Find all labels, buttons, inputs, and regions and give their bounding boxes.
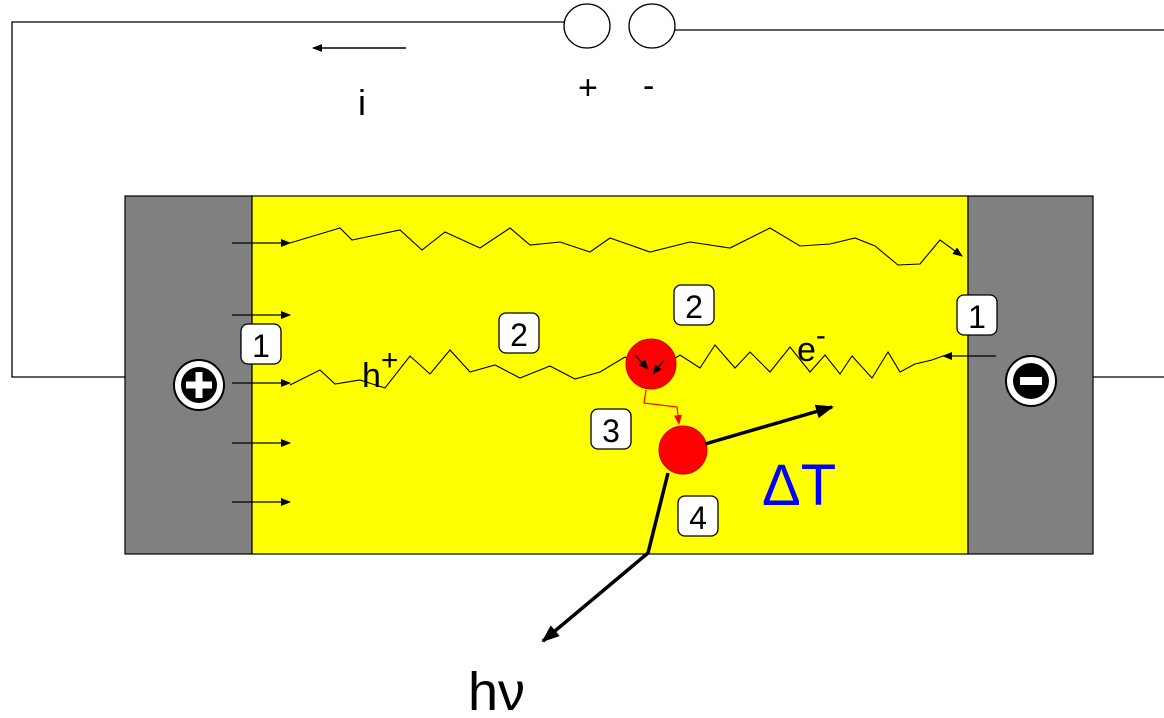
step-number: 3: [602, 413, 620, 449]
battery-cell-negative: [628, 3, 676, 49]
delta-t-label: ΔT: [762, 453, 836, 518]
step-box-3: 3: [590, 408, 632, 450]
photon-label: hν: [468, 662, 525, 718]
hole-label-sup: +: [381, 344, 399, 377]
battery: + -: [563, 3, 676, 107]
electron-label: e-: [797, 319, 826, 369]
current-label: i: [358, 82, 366, 123]
battery-cell-positive: [563, 3, 611, 49]
hole-arrival-arrow: [635, 355, 649, 370]
electron-label-base: e: [797, 331, 816, 369]
hole-path: [289, 349, 646, 389]
anode-sign: [173, 359, 225, 411]
step-box-1-left: 1: [240, 323, 282, 365]
step-number: 4: [689, 500, 707, 536]
step-box-2-recombination: 2: [673, 284, 715, 326]
semiconductor-region: [251, 195, 969, 555]
photon-arrow: [541, 472, 670, 643]
battery-plus-label: +: [578, 69, 598, 107]
cathode-sign: [1005, 355, 1057, 407]
step-box-4: 4: [677, 495, 719, 537]
hole-label: h+: [362, 344, 398, 395]
circuit-wire: [11, 21, 1164, 378]
step-box-2-hole: 2: [498, 312, 540, 354]
step-number: 1: [968, 299, 986, 335]
step-box-1-right: 1: [956, 294, 998, 336]
carrier-drift-path: [289, 227, 963, 266]
hole-label-base: h: [362, 357, 381, 395]
step-number: 1: [252, 328, 270, 364]
electron-label-sup: -: [816, 319, 826, 352]
injection-arrows: [232, 239, 291, 506]
electron-arrival-arrow: [652, 359, 665, 375]
recombination-site: [625, 338, 677, 390]
step-number: 2: [510, 317, 528, 353]
step-number: 2: [685, 289, 703, 325]
heat-arrow: [704, 404, 834, 446]
relaxation-arrow: [643, 389, 682, 425]
electron-path: [659, 344, 944, 379]
battery-minus-label: -: [643, 67, 654, 105]
excited-state: [658, 425, 708, 475]
